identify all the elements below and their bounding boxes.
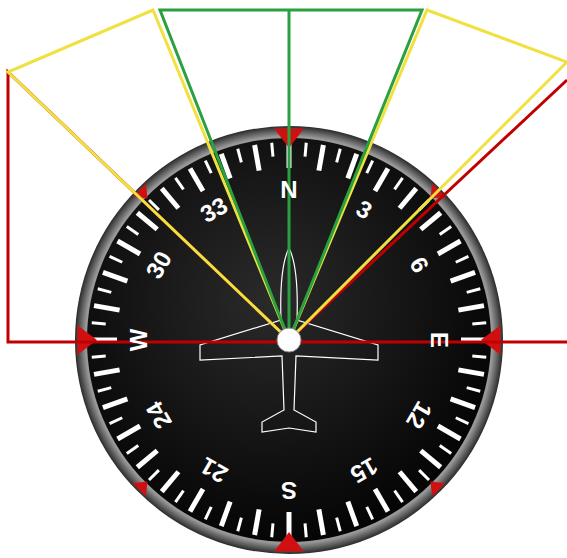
center-hub xyxy=(277,328,301,352)
tick-mark xyxy=(375,489,388,512)
tick-mark xyxy=(98,289,112,293)
tick-mark xyxy=(395,178,403,189)
tick-mark xyxy=(110,256,123,262)
tick-mark xyxy=(440,226,451,234)
tick-mark xyxy=(190,169,203,192)
heading-label: E xyxy=(427,332,451,348)
tick-mark xyxy=(162,472,179,492)
tick-mark xyxy=(92,356,106,357)
tick-mark xyxy=(367,507,373,520)
tick-mark xyxy=(175,178,183,189)
tick-mark xyxy=(451,399,475,408)
tick-mark xyxy=(472,356,486,357)
heading-label: W xyxy=(127,329,151,352)
yellow-sector xyxy=(8,10,567,340)
tick-mark xyxy=(127,226,138,234)
tick-mark xyxy=(456,256,469,262)
tick-mark xyxy=(94,370,120,375)
tick-mark xyxy=(395,491,403,502)
tick-mark xyxy=(348,502,357,526)
tick-mark xyxy=(238,149,242,163)
heading-marker xyxy=(78,325,97,355)
tick-mark xyxy=(221,502,230,526)
tick-mark xyxy=(103,399,127,408)
tick-mark xyxy=(367,161,373,174)
tick-mark xyxy=(118,241,141,254)
tick-mark xyxy=(467,289,481,293)
tick-mark xyxy=(337,149,341,163)
tick-mark xyxy=(272,523,273,537)
tick-mark xyxy=(98,388,112,392)
green-sector xyxy=(160,10,422,340)
tick-mark xyxy=(319,145,324,171)
tick-mark xyxy=(272,143,273,157)
tick-mark xyxy=(438,241,461,254)
tick-mark xyxy=(458,370,484,375)
heading-label: S xyxy=(281,478,297,502)
tick-mark xyxy=(451,272,475,281)
tick-mark xyxy=(175,491,183,502)
tick-mark xyxy=(467,388,481,392)
tick-mark xyxy=(305,143,306,157)
heading-marker xyxy=(481,325,500,355)
tick-mark xyxy=(205,507,211,520)
tick-mark xyxy=(110,418,123,424)
heading-marker xyxy=(430,481,445,496)
tick-mark xyxy=(337,518,341,532)
heading-label: N xyxy=(280,178,297,202)
tick-mark xyxy=(400,472,417,492)
field-of-view-lines xyxy=(8,10,567,342)
tick-mark xyxy=(137,213,157,230)
heading-marker xyxy=(274,532,304,551)
tick-mark xyxy=(118,426,141,439)
tick-mark xyxy=(92,323,106,324)
tick-mark xyxy=(456,418,469,424)
tick-mark xyxy=(94,306,120,311)
tick-mark xyxy=(419,470,429,480)
tick-mark xyxy=(438,426,461,439)
tick-mark xyxy=(305,523,306,537)
tick-mark xyxy=(472,323,486,324)
tick-mark xyxy=(205,161,211,174)
tick-mark xyxy=(319,509,324,535)
tick-mark xyxy=(255,145,260,171)
tick-mark xyxy=(400,188,417,208)
tick-mark xyxy=(255,509,260,535)
tick-mark xyxy=(421,451,441,468)
tick-mark xyxy=(190,489,203,512)
tick-mark xyxy=(238,518,242,532)
tick-mark xyxy=(162,188,179,208)
heading-marker xyxy=(133,481,148,496)
tick-mark xyxy=(103,272,127,281)
tick-mark xyxy=(127,446,138,454)
tick-mark xyxy=(375,169,388,192)
tick-mark xyxy=(149,470,159,480)
tick-mark xyxy=(137,451,157,468)
tick-mark xyxy=(440,446,451,454)
tick-mark xyxy=(458,306,484,311)
